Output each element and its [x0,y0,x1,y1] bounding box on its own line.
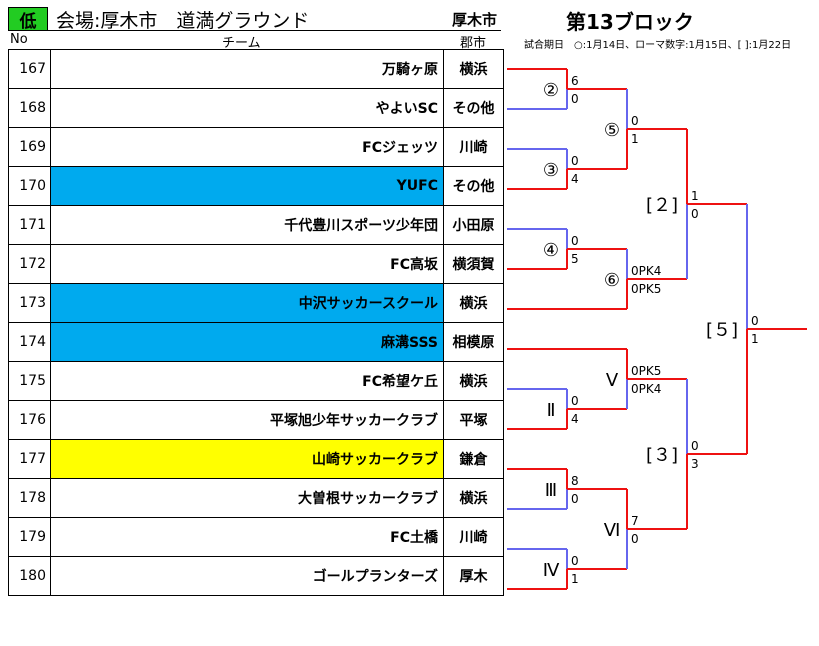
team-prefecture: 川崎 [443,517,504,557]
match-label: [５] [706,320,738,341]
host-city: 厚木市 [452,11,498,29]
team-number: 169 [8,127,51,167]
team-prefecture: 横須賀 [443,244,504,284]
team-prefecture: 小田原 [443,205,504,245]
score-bottom: 0 [571,92,579,106]
block-title: 第13ブロック [566,10,694,34]
score-bottom: 1 [631,132,639,146]
match-label: ⑤ [604,120,620,141]
score-top: 0 [691,439,699,453]
match-label: Ⅴ [606,370,619,391]
score-top: 0 [571,394,579,408]
team-prefecture: 横浜 [443,361,504,401]
column-header-pref: 郡市 [460,36,487,51]
score-top: 7 [631,514,639,528]
score-top: 8 [571,474,579,488]
team-number: 171 [8,205,51,245]
team-name: 大曽根サッカークラブ [50,478,444,518]
category-badge: 低 [8,7,48,32]
title-underline [8,30,501,31]
team-name: FCジェッツ [50,127,444,167]
team-prefecture: 厚木 [443,556,504,596]
column-header-no: No [10,32,28,47]
score-bottom: 5 [571,252,579,266]
score-top: 0 [751,314,759,328]
team-name: 麻溝SSS [50,322,444,362]
venue-title: 会場:厚木市 道満グラウンド [56,10,310,32]
score-top: 0PK5 [631,364,661,378]
team-prefecture: 相模原 [443,322,504,362]
score-bottom: 3 [691,457,699,471]
match-label: ④ [543,240,559,261]
score-top: 0 [631,114,639,128]
score-bottom: 0 [631,532,639,546]
score-bottom: 1 [751,332,759,346]
match-label: [３] [646,445,678,466]
score-top: 0PK4 [631,264,661,278]
team-number: 173 [8,283,51,323]
score-bottom: 0 [571,492,579,506]
score-bottom: 1 [571,572,579,586]
team-prefecture: 横浜 [443,49,504,89]
team-name: 千代豊川スポーツ少年団 [50,205,444,245]
score-bottom: 0PK4 [631,382,661,396]
score-bottom: 4 [571,412,579,426]
team-number: 175 [8,361,51,401]
team-number: 168 [8,88,51,128]
score-top: 0 [571,554,579,568]
team-name: 中沢サッカースクール [50,283,444,323]
team-name: FC土橋 [50,517,444,557]
score-top: 0 [571,234,579,248]
team-name: FC高坂 [50,244,444,284]
match-label: ② [543,80,559,101]
match-label: ③ [543,160,559,181]
team-number: 177 [8,439,51,479]
team-name: YUFC [50,166,444,206]
score-bottom: 4 [571,172,579,186]
match-label: Ⅳ [543,560,560,581]
team-name: ゴールプランターズ [50,556,444,596]
team-prefecture: その他 [443,88,504,128]
team-prefecture: 横浜 [443,283,504,323]
team-name: やよいSC [50,88,444,128]
team-number: 180 [8,556,51,596]
score-top: 1 [691,189,699,203]
team-number: 174 [8,322,51,362]
match-label: Ⅲ [545,480,557,501]
column-header-team: チーム [222,36,261,51]
score-bottom: 0PK5 [631,282,661,296]
match-label: ⑥ [604,270,620,291]
match-label: [２] [646,195,678,216]
score-top: 6 [571,74,579,88]
match-label: Ⅱ [547,400,556,421]
score-bottom: 0 [691,207,699,221]
schedule-note: 試合期日 ○:1月14日、ローマ数字:1月15日、[ ]:1月22日 [524,40,792,51]
team-prefecture: 鎌倉 [443,439,504,479]
team-prefecture: 川崎 [443,127,504,167]
team-number: 167 [8,49,51,89]
team-prefecture: その他 [443,166,504,206]
team-prefecture: 平塚 [443,400,504,440]
match-label: Ⅵ [604,520,621,541]
score-top: 0 [571,154,579,168]
